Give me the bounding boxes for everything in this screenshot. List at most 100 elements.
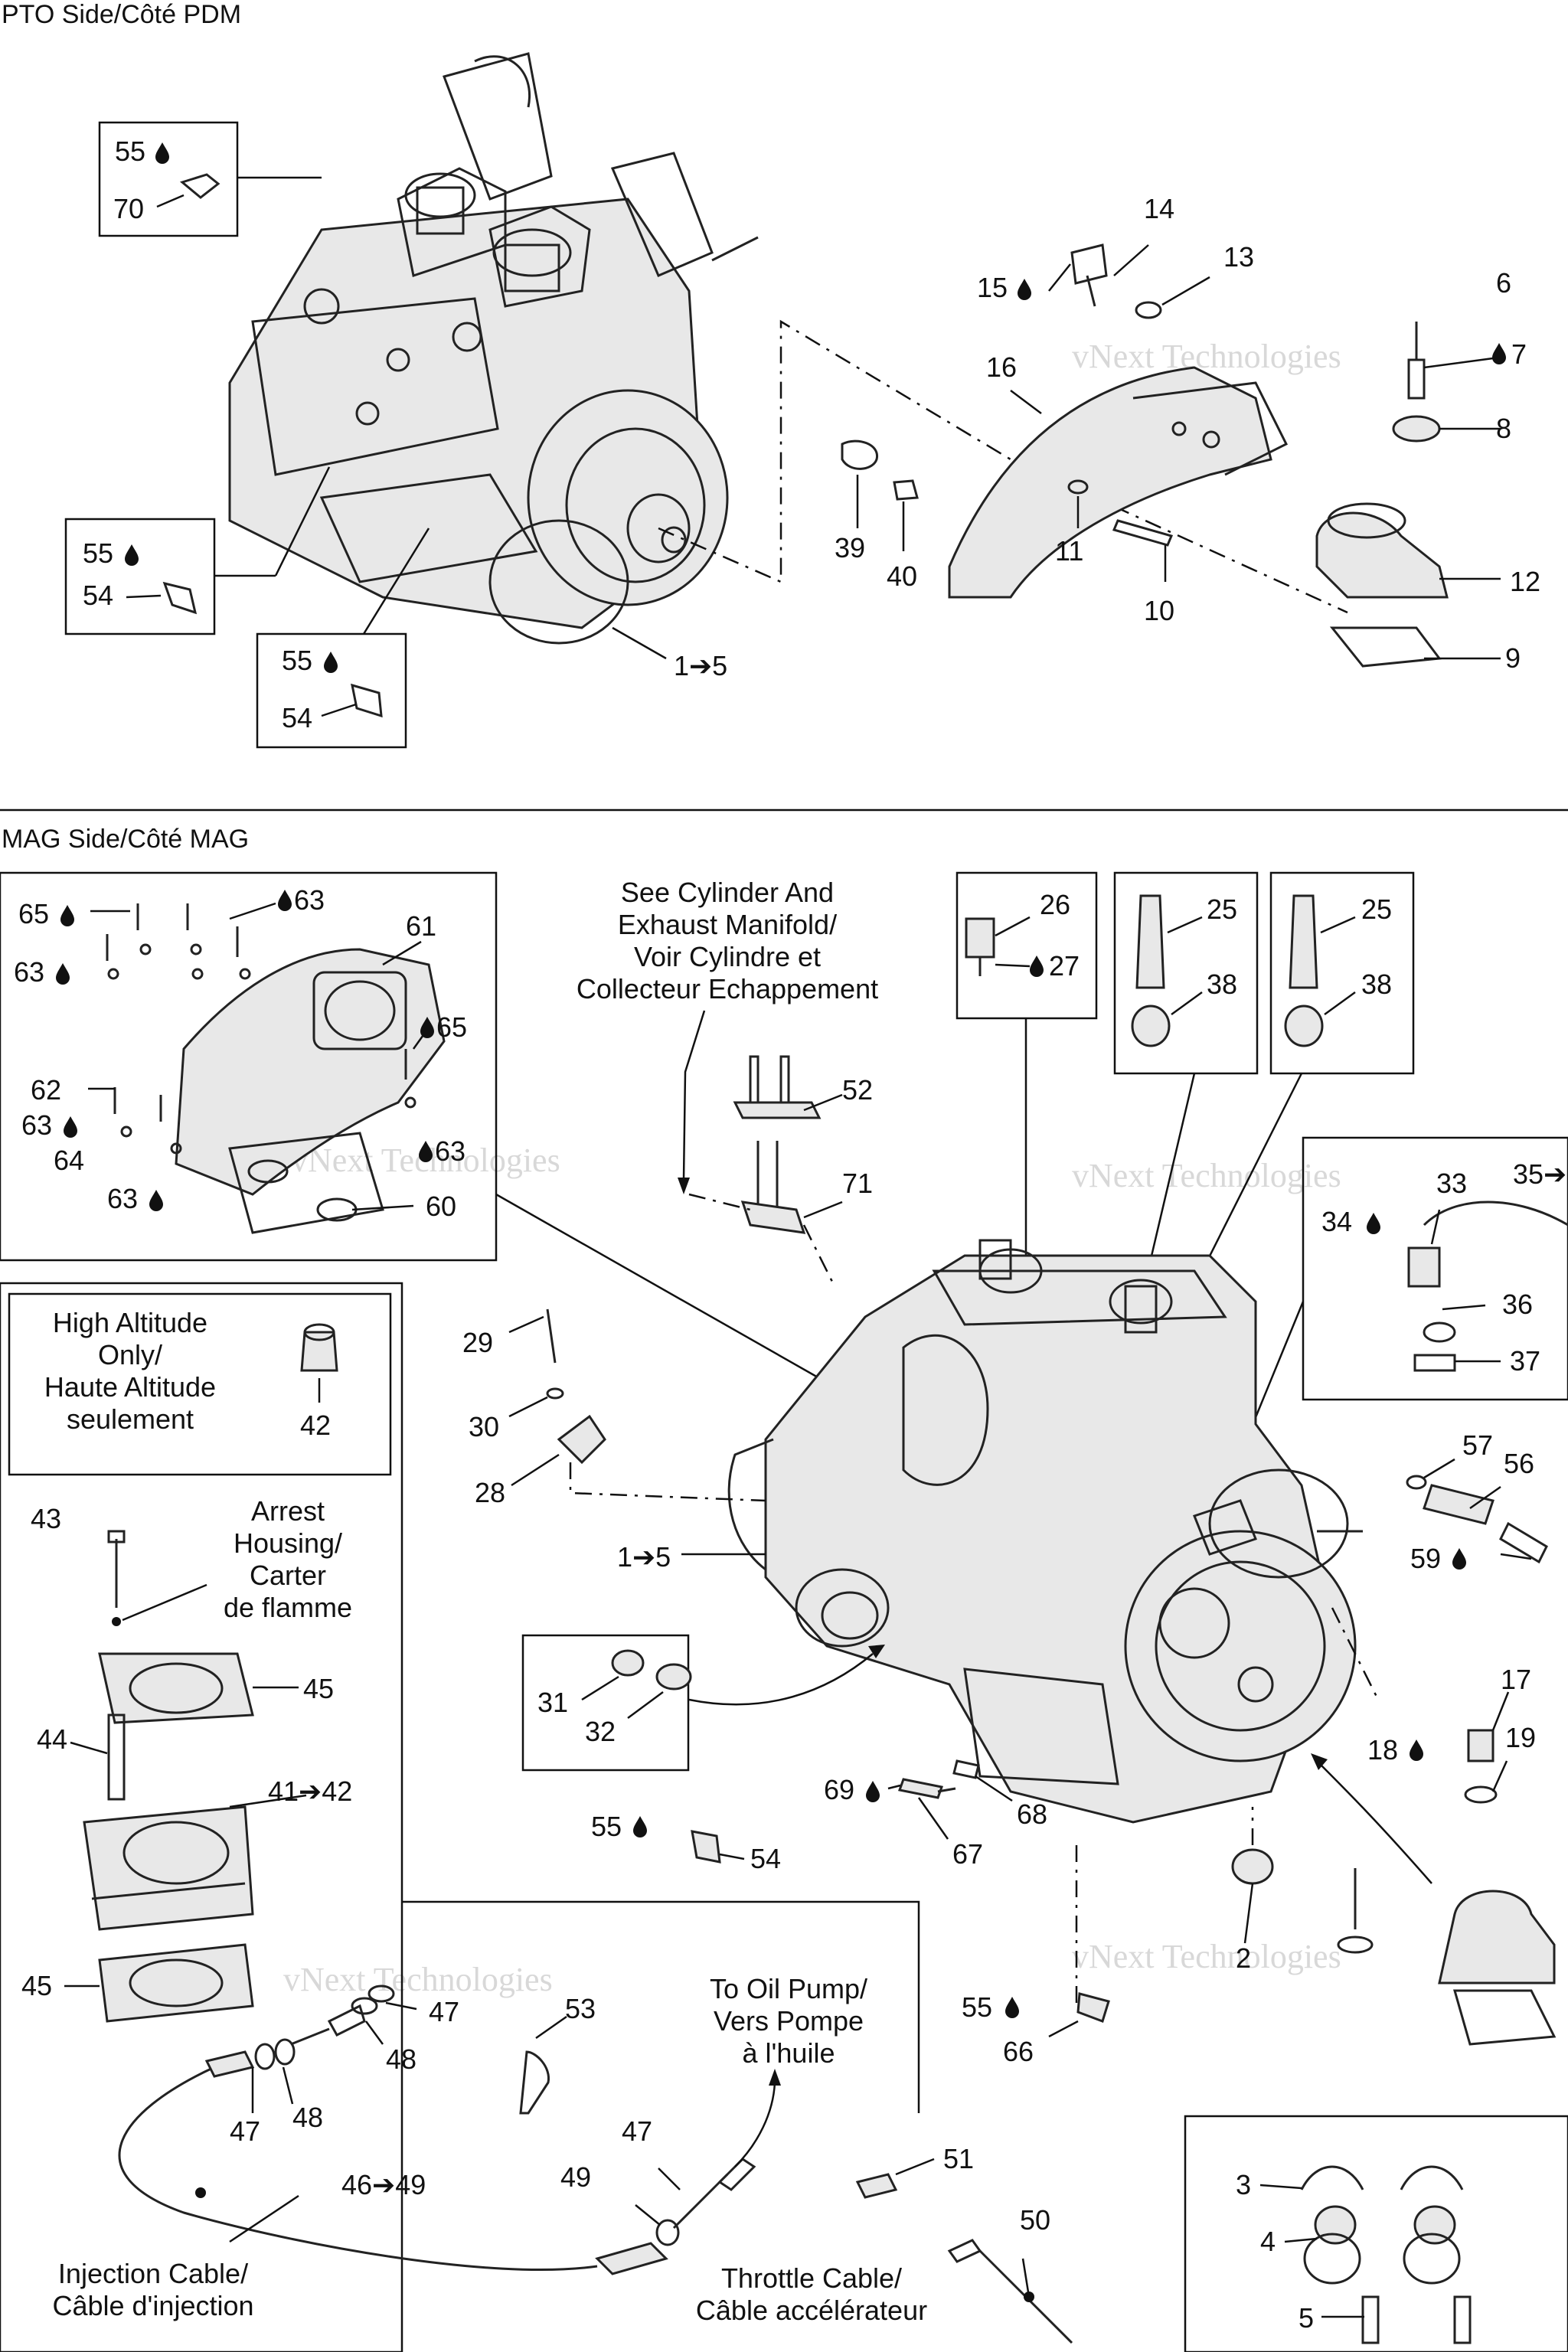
injection-cable-line-2: Câble d'injection	[52, 2290, 253, 2321]
label-25: 25	[1361, 893, 1392, 925]
label-32: 32	[585, 1716, 616, 1747]
oil-pump-line-1: To Oil Pump/	[710, 1973, 867, 2004]
oil-pump-line-2: Vers Pompe	[714, 2005, 864, 2037]
label-52: 52	[842, 1074, 873, 1106]
see-cylinder-line-1: See Cylinder And	[621, 877, 834, 908]
label-67: 67	[952, 1838, 983, 1870]
label-54: 54	[282, 702, 312, 733]
label-45: 45	[303, 1673, 334, 1704]
label-19: 19	[1505, 1722, 1536, 1753]
watermark-3: vNext Technologies	[1072, 1157, 1341, 1194]
label-57: 57	[1462, 1429, 1493, 1461]
label-71: 71	[842, 1168, 873, 1199]
throttle-cable-parts	[855, 2158, 1073, 2344]
label-69: 69	[824, 1774, 854, 1805]
label-64: 64	[54, 1145, 84, 1176]
watermark-2: vNext Technologies	[1072, 338, 1341, 375]
label-1-to-5: 1➔5	[617, 1541, 671, 1573]
label-3: 3	[1236, 2169, 1251, 2200]
label-2: 2	[1236, 1942, 1251, 1974]
arrest-housing-line-2: Housing/	[234, 1527, 342, 1559]
temp-sensor-box	[956, 871, 1098, 1256]
label-1-to-5: 1➔5	[674, 650, 727, 681]
label-50: 50	[1020, 2204, 1050, 2236]
high-altitude-group-box	[0, 1282, 403, 2352]
label-47: 47	[230, 2115, 260, 2147]
label-35: 35➔	[1513, 1158, 1566, 1190]
label-26: 26	[1040, 889, 1070, 920]
watermark-6: vNext Technologies	[1072, 1938, 1341, 1975]
label-61: 61	[406, 910, 436, 942]
arrest-housing-line-4: de flamme	[224, 1592, 352, 1623]
label-63: 63	[294, 884, 325, 916]
label-40: 40	[887, 560, 917, 592]
spark-plug-box-2	[1178, 871, 1415, 1318]
label-37: 37	[1510, 1345, 1540, 1377]
fitting-55-54	[691, 1830, 745, 1864]
clip-box-3-5	[1184, 2115, 1568, 2352]
label-46-to-49: 46➔49	[341, 2169, 426, 2200]
label-55: 55	[962, 1991, 992, 2023]
label-5: 5	[1298, 2302, 1314, 2334]
label-11: 11	[1055, 535, 1083, 567]
mount-parts-17-19	[1311, 1691, 1557, 2046]
label-55: 55	[282, 645, 312, 676]
bolt-parts-67-69	[887, 1759, 1013, 1840]
pto-callout-55-54-b: 55 54	[256, 528, 430, 749]
label-8: 8	[1496, 413, 1511, 444]
temp-sensor-part-2	[1075, 1807, 1274, 2006]
injection-cable-line-1: Injection Cable/	[58, 2258, 248, 2289]
high-altitude-line-1: High Altitude	[53, 1307, 207, 1338]
label-68: 68	[1017, 1798, 1047, 1830]
mag-side-header: MAG Side/Côté MAG	[2, 825, 249, 854]
bracket-parts-28-30	[508, 1308, 766, 1502]
label-65: 65	[436, 1011, 467, 1043]
pto-engine-assembly	[228, 52, 759, 645]
label-59: 59	[1410, 1543, 1441, 1574]
fitting-55-66	[1048, 1992, 1110, 2038]
mag-engine-assembly	[727, 1239, 1380, 1824]
label-54: 54	[83, 580, 113, 611]
label-12: 12	[1510, 566, 1540, 597]
see-cylinder-line-4: Collecteur Echappement	[577, 973, 878, 1004]
cable-assembly	[118, 1900, 920, 2275]
label-70: 70	[113, 193, 144, 224]
label-25: 25	[1207, 893, 1237, 925]
see-cylinder-note: See Cylinder And Exhaust Manifold/ Voir …	[577, 877, 878, 1194]
label-27: 27	[1049, 950, 1080, 982]
label-49: 49	[560, 2161, 591, 2193]
label-63: 63	[14, 956, 44, 988]
pto-side-header: PTO Side/Côté PDM	[2, 0, 241, 29]
pto-callout-55-70: 55 70	[98, 121, 322, 237]
label-33: 33	[1436, 1168, 1467, 1199]
label-38: 38	[1207, 969, 1237, 1000]
label-65: 65	[18, 898, 49, 929]
label-48: 48	[292, 2102, 323, 2133]
pto-engine-mount-bracket	[658, 243, 1501, 668]
throttle-cable-line-2: Câble accélérateur	[696, 2295, 927, 2326]
label-63: 63	[107, 1183, 138, 1214]
label-53: 53	[565, 1993, 596, 2024]
label-47: 47	[622, 2115, 652, 2147]
label-17: 17	[1501, 1664, 1531, 1695]
label-29: 29	[462, 1327, 493, 1358]
label-31: 31	[537, 1687, 568, 1718]
reed-stiffener-parts	[688, 1055, 843, 1287]
label-51: 51	[943, 2143, 974, 2174]
see-cylinder-line-3: Voir Cylindre et	[634, 941, 821, 972]
plug-box-31-32	[521, 1634, 885, 1772]
label-55: 55	[115, 136, 145, 167]
label-56: 56	[1504, 1448, 1534, 1479]
label-13: 13	[1223, 241, 1254, 273]
label-28: 28	[475, 1477, 505, 1508]
throttle-cable-line-1: Throttle Cable/	[721, 2262, 902, 2294]
high-altitude-line-4: seulement	[67, 1403, 194, 1435]
label-63: 63	[21, 1109, 52, 1141]
label-41-to-42: 41➔42	[268, 1775, 352, 1807]
pto-callout-55-54-a: 55 54	[64, 466, 331, 635]
watermark-5: vNext Technologies	[283, 1961, 553, 1998]
label-39: 39	[835, 532, 865, 564]
label-55: 55	[591, 1811, 622, 1842]
label-44: 44	[37, 1723, 67, 1755]
label-42: 42	[300, 1410, 331, 1441]
